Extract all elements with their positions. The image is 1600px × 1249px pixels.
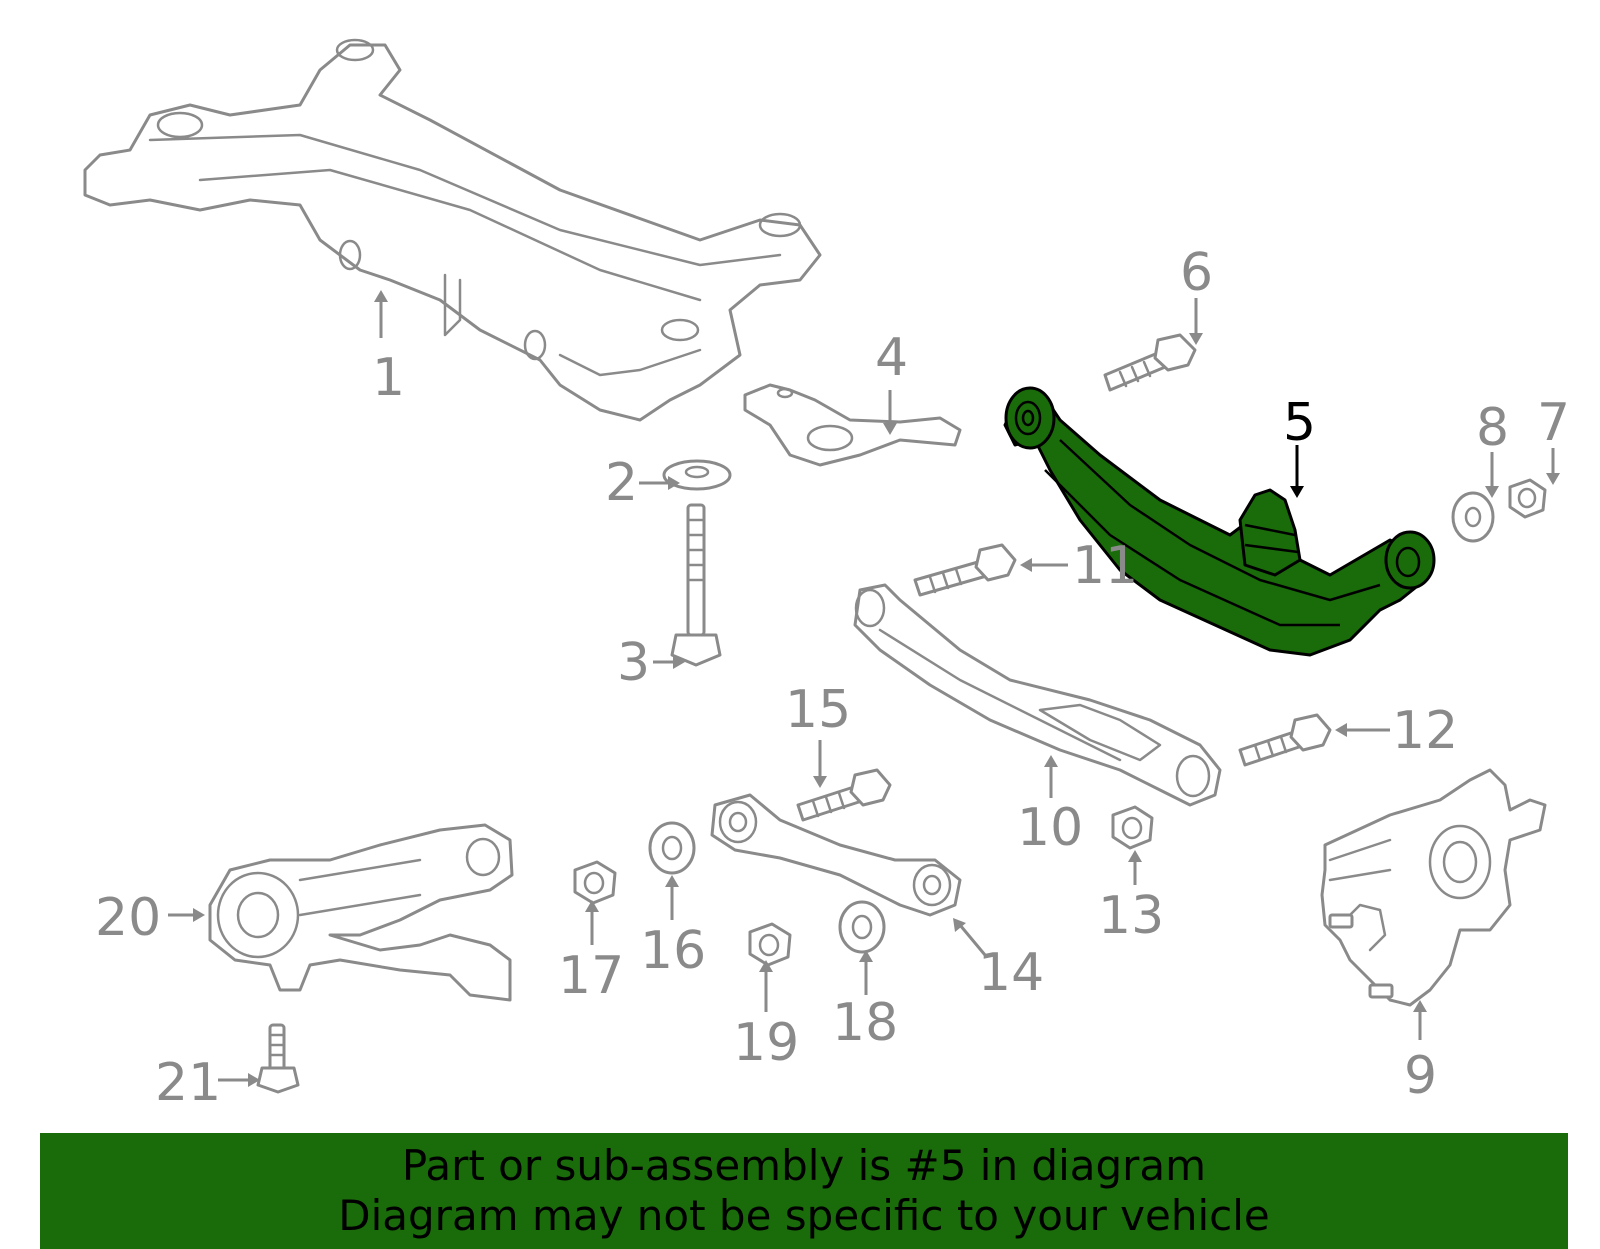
part-21-bolt [256, 1023, 300, 1094]
callout-19: 19 [733, 1013, 799, 1073]
part-5-control-arm [1003, 386, 1436, 657]
callout-11: 11 [1072, 536, 1138, 596]
callout-12: 12 [1392, 701, 1458, 761]
callout-14: 14 [978, 943, 1044, 1003]
disclaimer-banner: Part or sub-assembly is #5 in diagram Di… [40, 1133, 1568, 1249]
part-9-knuckle [1320, 768, 1547, 1007]
parts-diagram: 1 2 3 4 5 6 7 8 9 10 11 12 13 14 15 16 1… [83, 38, 1570, 1113]
part-17-nut [573, 860, 617, 905]
part-3-bolt [670, 503, 722, 667]
callout-5: 5 [1283, 393, 1316, 453]
callout-20: 20 [95, 888, 161, 948]
callout-8: 8 [1476, 398, 1509, 458]
callout-10: 10 [1017, 798, 1083, 858]
part-1-subframe [83, 38, 822, 422]
banner-line-1: Part or sub-assembly is #5 in diagram [401, 1141, 1207, 1190]
part-7-nut [1508, 478, 1547, 519]
part-11-bolt [913, 543, 1017, 597]
part-16-washer [648, 821, 696, 875]
callout-7: 7 [1537, 393, 1570, 453]
callout-17: 17 [558, 946, 624, 1006]
callout-16: 16 [640, 921, 706, 981]
leader-arrows [168, 290, 1560, 1087]
part-19-nut [748, 922, 792, 967]
part-13-nut [1111, 805, 1154, 850]
callout-18: 18 [832, 993, 898, 1053]
callout-13: 13 [1098, 886, 1164, 946]
callout-9: 9 [1404, 1046, 1437, 1106]
part-12-bolt [1238, 713, 1332, 767]
callout-1: 1 [372, 348, 405, 408]
part-6-bolt [1103, 333, 1197, 392]
callout-3: 3 [617, 633, 650, 693]
part-20-trailing-arm [208, 823, 514, 1002]
callout-6: 6 [1180, 243, 1213, 303]
part-10-lower-arm [853, 583, 1222, 807]
part-15-bolt [796, 768, 892, 822]
callout-15: 15 [785, 680, 851, 740]
part-8-washer [1451, 491, 1495, 543]
part-14-link-arm [710, 793, 962, 917]
part-4-bracket [743, 383, 962, 467]
callout-21: 21 [155, 1053, 221, 1113]
callout-4: 4 [875, 328, 908, 388]
callout-labels: 1 2 3 4 5 6 7 8 9 10 11 12 13 14 15 16 1… [95, 243, 1570, 1113]
banner-line-2: Diagram may not be specific to your vehi… [338, 1191, 1270, 1240]
part-18-washer [838, 900, 886, 954]
part-2-washer [662, 459, 732, 491]
callout-2: 2 [605, 453, 638, 513]
